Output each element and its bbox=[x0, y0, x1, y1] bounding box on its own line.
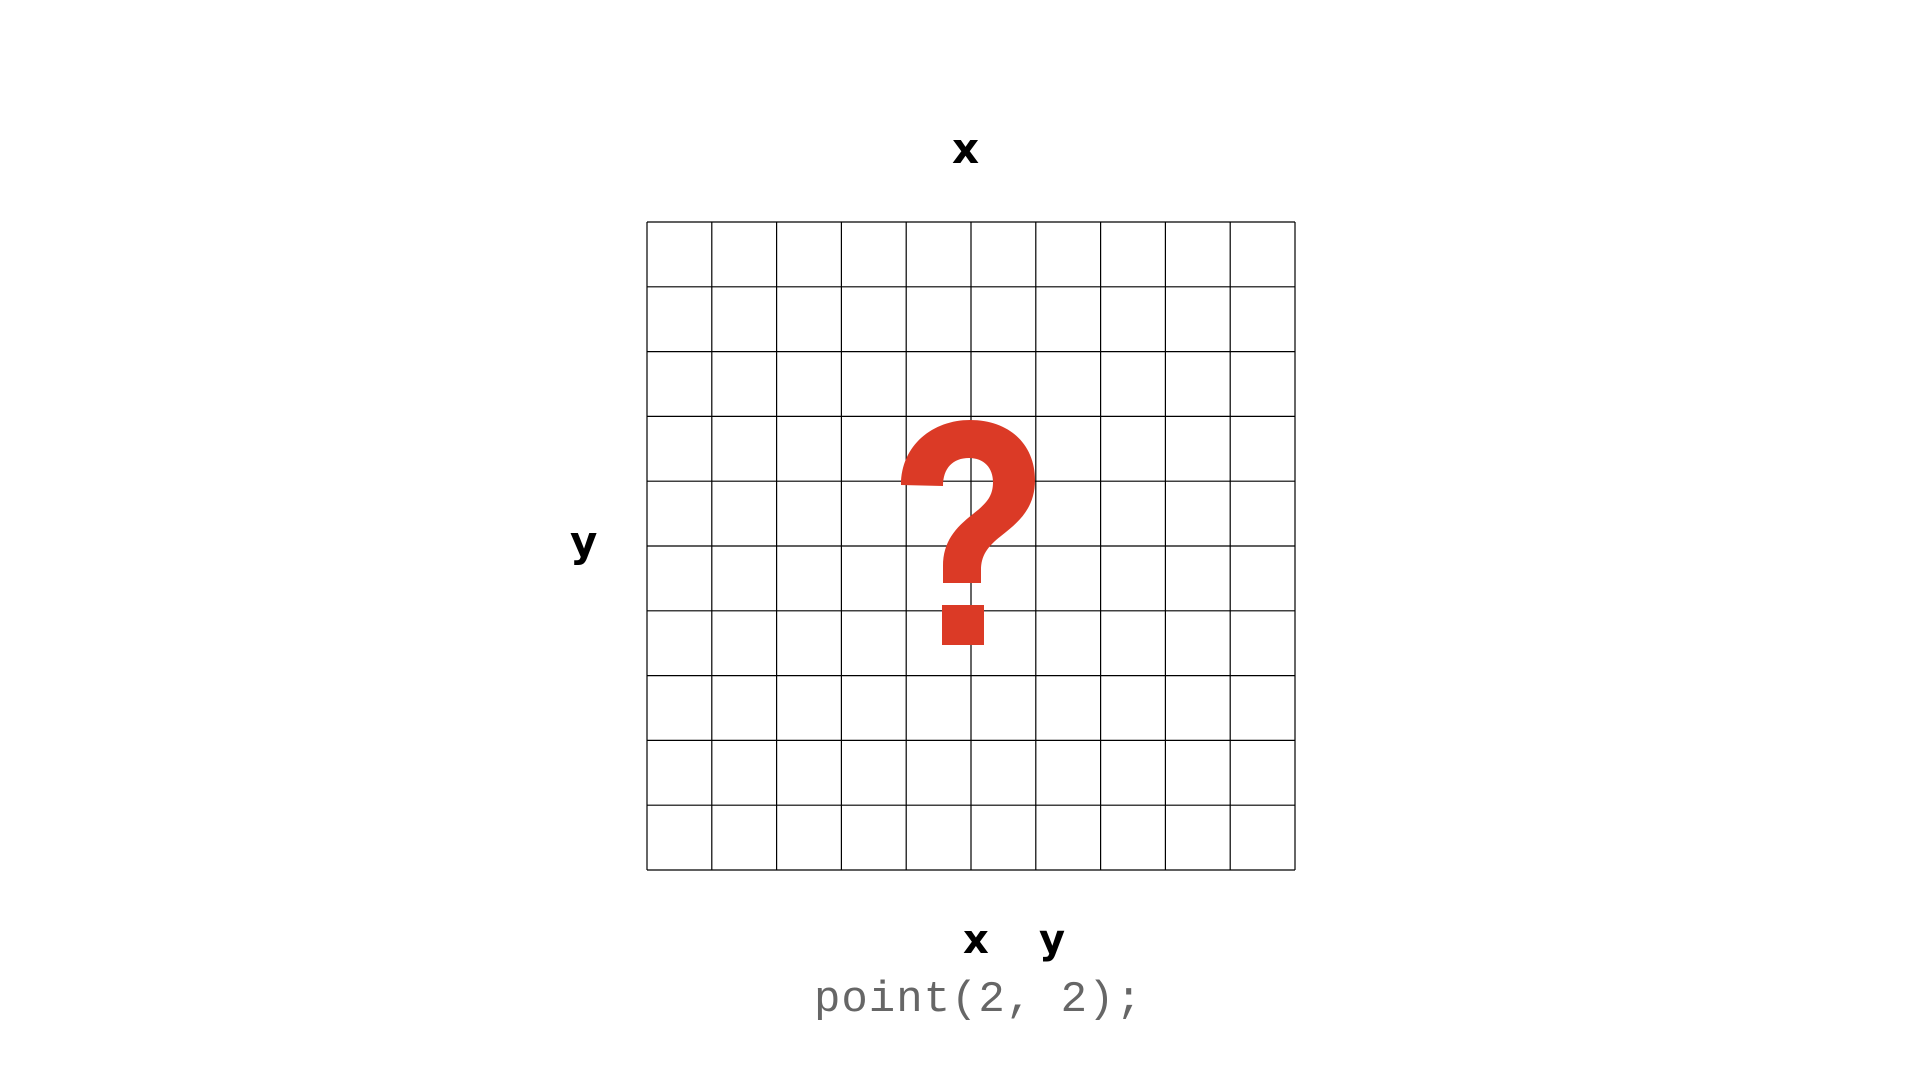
question-mark-icon bbox=[901, 420, 1035, 645]
arg-y-label: y bbox=[1039, 917, 1066, 963]
arg-x-label: x bbox=[963, 917, 989, 963]
code-snippet: point(2, 2); bbox=[814, 975, 1143, 1025]
x-axis-label: x bbox=[952, 124, 980, 173]
y-axis-label: y bbox=[570, 517, 598, 566]
